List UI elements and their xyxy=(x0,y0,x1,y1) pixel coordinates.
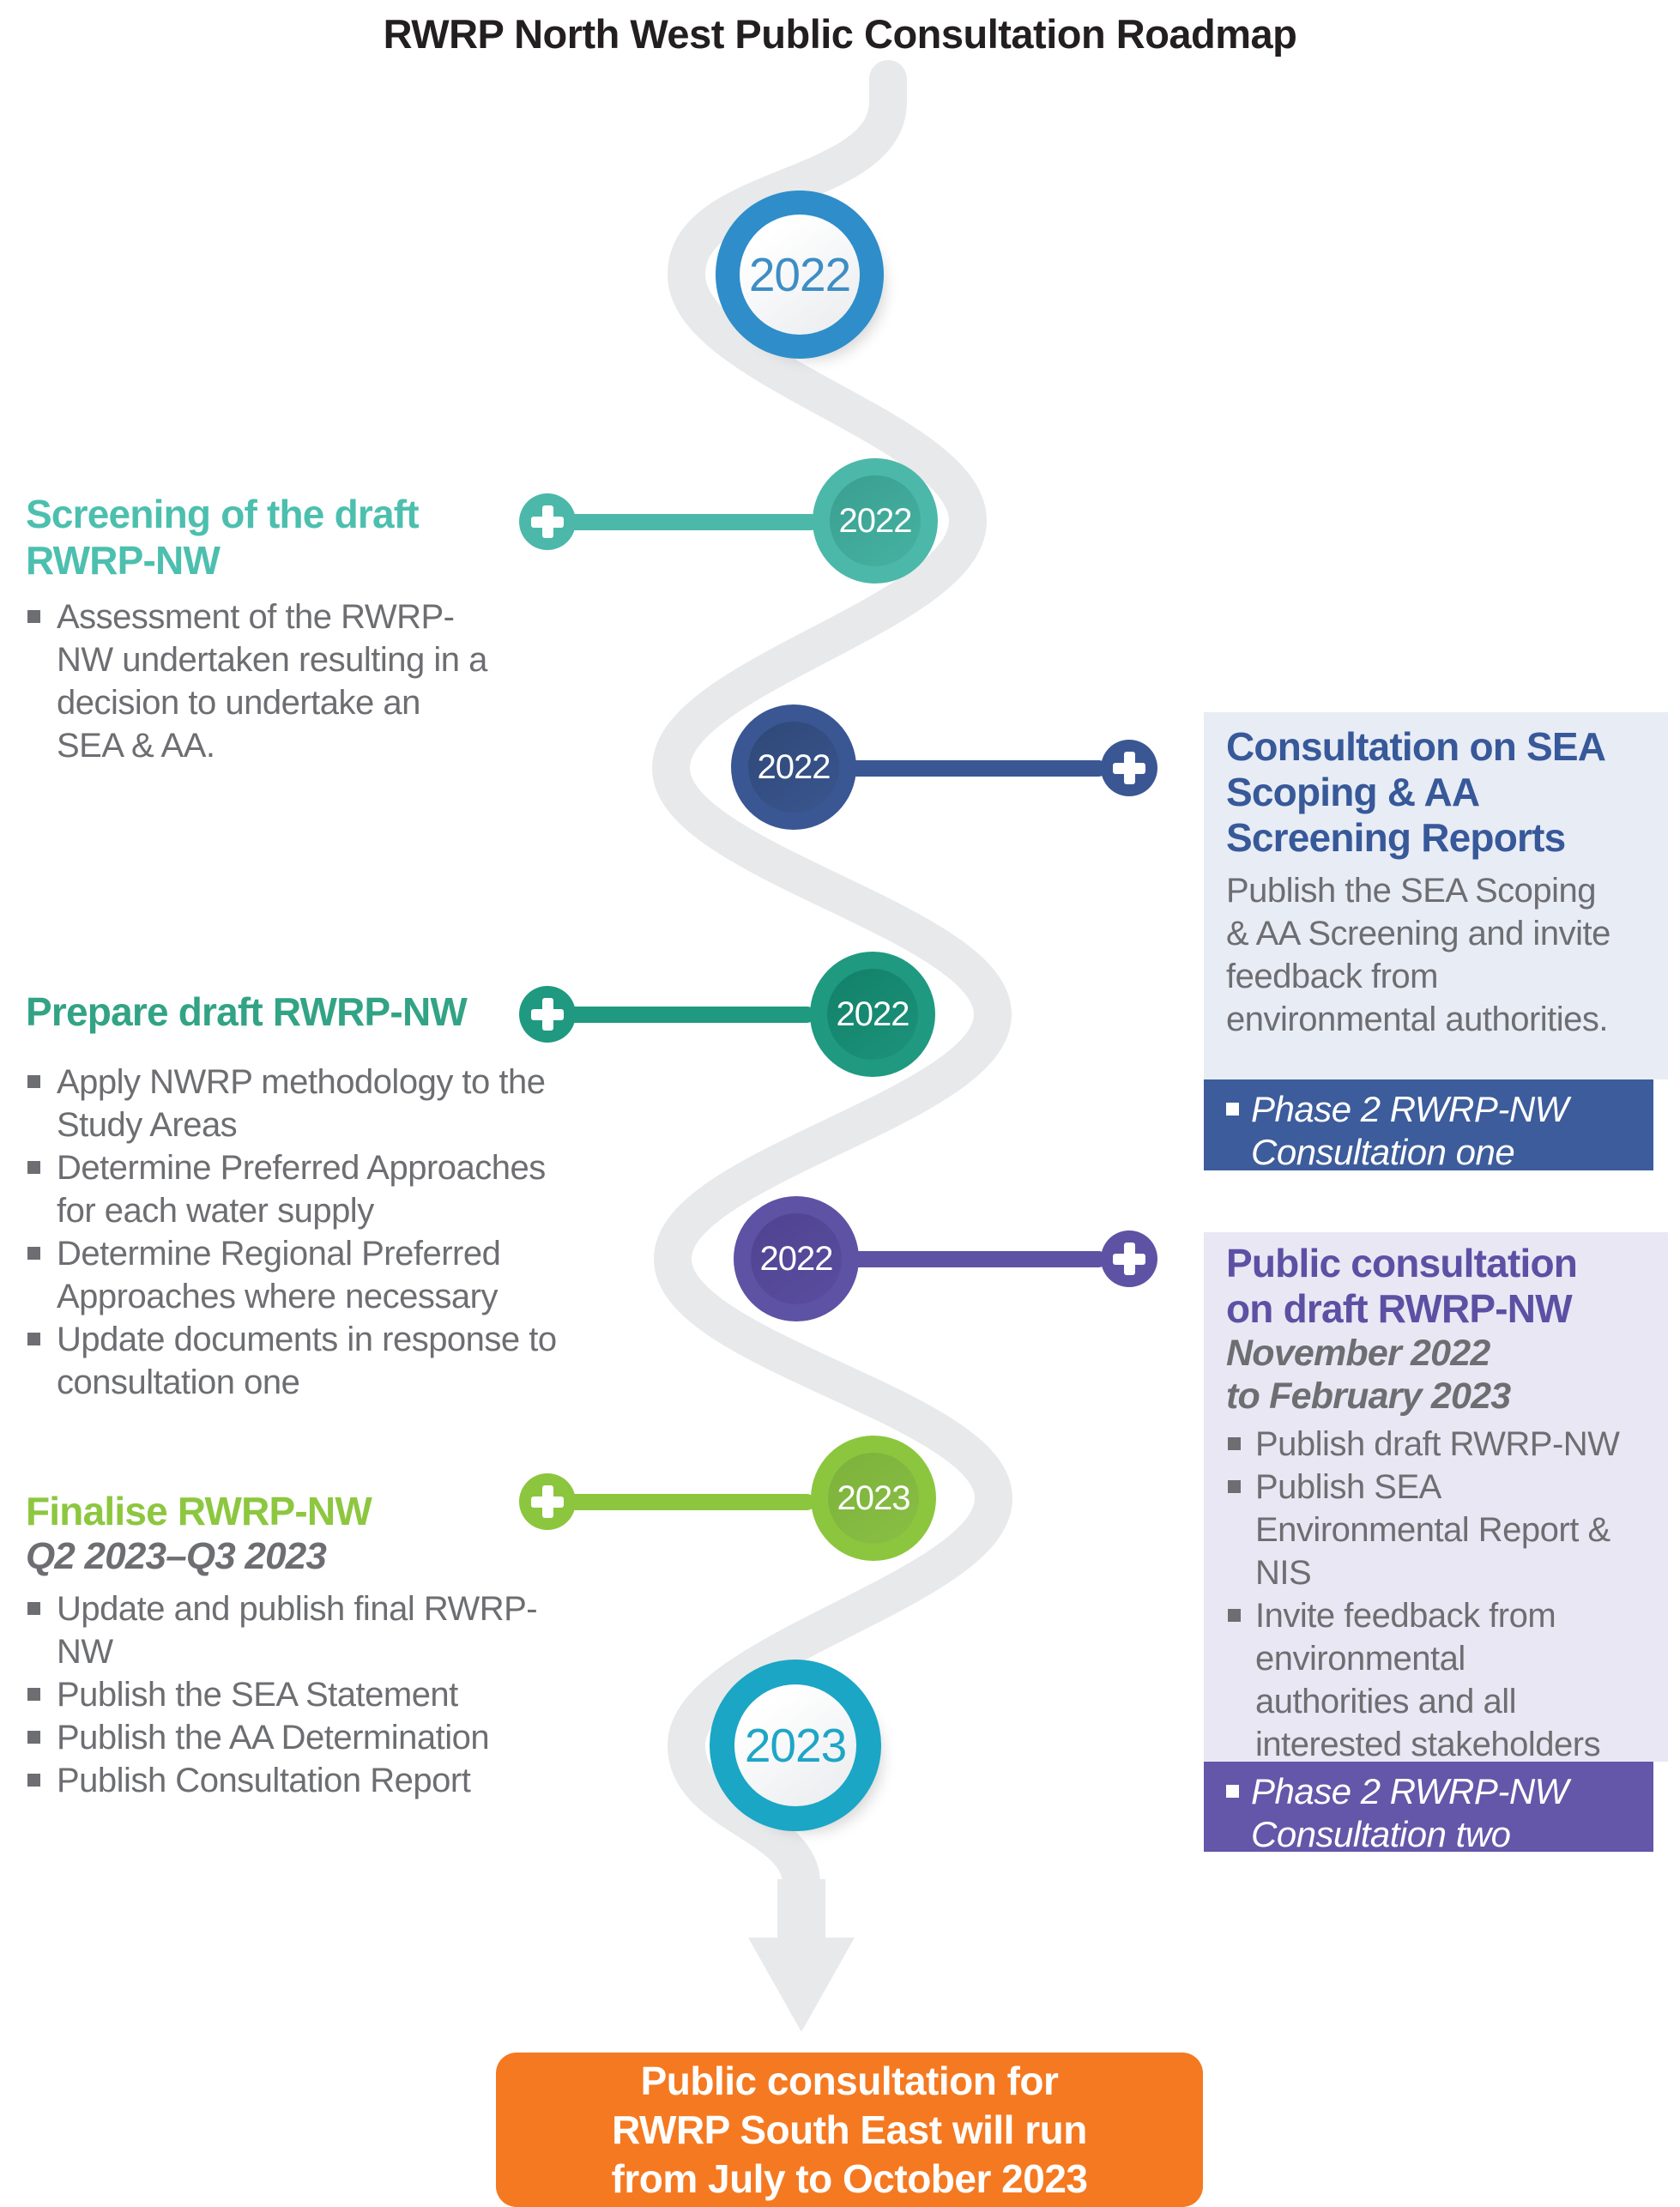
list-item: Update and publish final RWRP-NW xyxy=(26,1587,588,1673)
milestone-inner: 2022 xyxy=(827,969,918,1060)
milestone-year: 2023 xyxy=(744,1719,847,1772)
section-heading: Screening of the draft RWRP-NW xyxy=(26,492,420,583)
section-heading: Public consultation on draft RWRP-NW xyxy=(1226,1241,1578,1331)
section-finalise: Finalise RWRP-NW Q2 2023–Q3 2023 Update … xyxy=(26,1488,588,1802)
connector-line xyxy=(562,1494,815,1510)
section-heading: Finalise RWRP-NW xyxy=(26,1489,372,1533)
phase-banner-consultation-two: Phase 2 RWRP-NW Consultation two xyxy=(1204,1762,1653,1854)
milestone-inner: 2022 xyxy=(830,475,921,566)
arrow-head-icon xyxy=(748,1938,855,2032)
milestone-year: 2022 xyxy=(759,1239,834,1278)
milestone-2023-final: 2023 xyxy=(710,1660,881,1831)
list-item: Determine Preferred Approaches for each … xyxy=(26,1146,588,1232)
bullet-list: Apply NWRP methodology to the Study Area… xyxy=(26,1061,588,1404)
serpentine-track xyxy=(651,60,1013,1920)
list-item: Publish Consultation Report xyxy=(26,1759,588,1802)
connector-line xyxy=(798,760,1107,777)
list-item: Update documents in response to consulta… xyxy=(26,1318,588,1404)
section-body: Publish the SEA Scoping & AA Screening a… xyxy=(1226,872,1611,1038)
connector-line xyxy=(802,1251,1107,1267)
list-item: Publish SEA Environmental Report & NIS xyxy=(1226,1466,1621,1594)
milestone-year: 2022 xyxy=(836,995,910,1033)
page-title: RWRP North West Public Consultation Road… xyxy=(383,11,1297,57)
milestone-year: 2022 xyxy=(757,747,831,786)
plus-icon[interactable] xyxy=(519,493,576,550)
section-sea-scoping-consultation: Consultation on SEA Scoping & AA Screeni… xyxy=(1204,712,1668,1079)
list-item: Publish the AA Determination xyxy=(26,1716,588,1759)
section-prepare-draft: Prepare draft RWRP-NW Apply NWRP methodo… xyxy=(26,989,588,1404)
milestone-2022-screening: 2022 xyxy=(716,190,884,359)
milestone-inner: 2023 xyxy=(828,1453,919,1544)
milestone-2022-teal: 2022 xyxy=(813,458,938,583)
milestone-inner: 2022 xyxy=(748,722,839,813)
bullet-list: Assessment of the RWRP-NW undertaken res… xyxy=(26,596,489,767)
milestone-2022-navy: 2022 xyxy=(731,704,856,830)
list-item: Determine Regional Preferred Approaches … xyxy=(26,1232,588,1318)
square-bullet-icon xyxy=(1226,1785,1239,1798)
milestone-year: 2022 xyxy=(838,501,913,540)
list-item: Assessment of the RWRP-NW undertaken res… xyxy=(26,596,489,767)
section-dates: Q2 2023–Q3 2023 xyxy=(26,1535,327,1577)
plus-icon[interactable] xyxy=(519,1473,576,1530)
connector-line xyxy=(562,514,819,530)
section-dates: November 2022 to February 2023 xyxy=(1226,1333,1511,1417)
milestone-inner: 2023 xyxy=(734,1684,856,1806)
banner-text: Phase 2 RWRP-NW Consultation two xyxy=(1251,1771,1568,1854)
connector-line xyxy=(562,1007,815,1023)
list-item: Apply NWRP methodology to the Study Area… xyxy=(26,1061,588,1146)
milestone-2022-purple: 2022 xyxy=(734,1196,859,1321)
section-public-consultation-draft: Public consultation on draft RWRP-NW Nov… xyxy=(1204,1232,1668,1763)
section-heading: Prepare draft RWRP-NW xyxy=(26,989,468,1034)
list-item: Publish draft RWRP-NW xyxy=(1226,1423,1621,1466)
section-heading: Consultation on SEA Scoping & AA Screeni… xyxy=(1226,724,1604,860)
section-screening: Screening of the draft RWRP-NW Assessmen… xyxy=(26,491,489,767)
milestone-inner: 2022 xyxy=(740,215,860,335)
phase-banner-consultation-one: Phase 2 RWRP-NW Consultation one xyxy=(1204,1079,1653,1172)
milestone-year: 2023 xyxy=(837,1478,911,1517)
milestone-inner: 2022 xyxy=(751,1213,842,1304)
plus-icon[interactable] xyxy=(519,986,576,1043)
milestone-2022-green: 2022 xyxy=(810,952,935,1077)
footer-text: Public consultation for RWRP South East … xyxy=(611,2058,1089,2201)
footer-callout: Public consultation for RWRP South East … xyxy=(496,2053,1203,2207)
banner-text: Phase 2 RWRP-NW Consultation one xyxy=(1251,1089,1568,1172)
list-item: Publish the SEA Statement xyxy=(26,1673,588,1716)
bullet-list: Update and publish final RWRP-NW Publish… xyxy=(26,1587,588,1802)
list-item: Invite feedback from environmental autho… xyxy=(1226,1594,1621,1766)
milestone-2023-lime: 2023 xyxy=(811,1436,936,1561)
square-bullet-icon xyxy=(1226,1103,1239,1116)
bullet-list: Publish draft RWRP-NW Publish SEA Enviro… xyxy=(1226,1423,1646,1766)
plus-icon[interactable] xyxy=(1101,1230,1157,1287)
plus-icon[interactable] xyxy=(1101,740,1157,796)
milestone-year: 2022 xyxy=(748,248,851,301)
